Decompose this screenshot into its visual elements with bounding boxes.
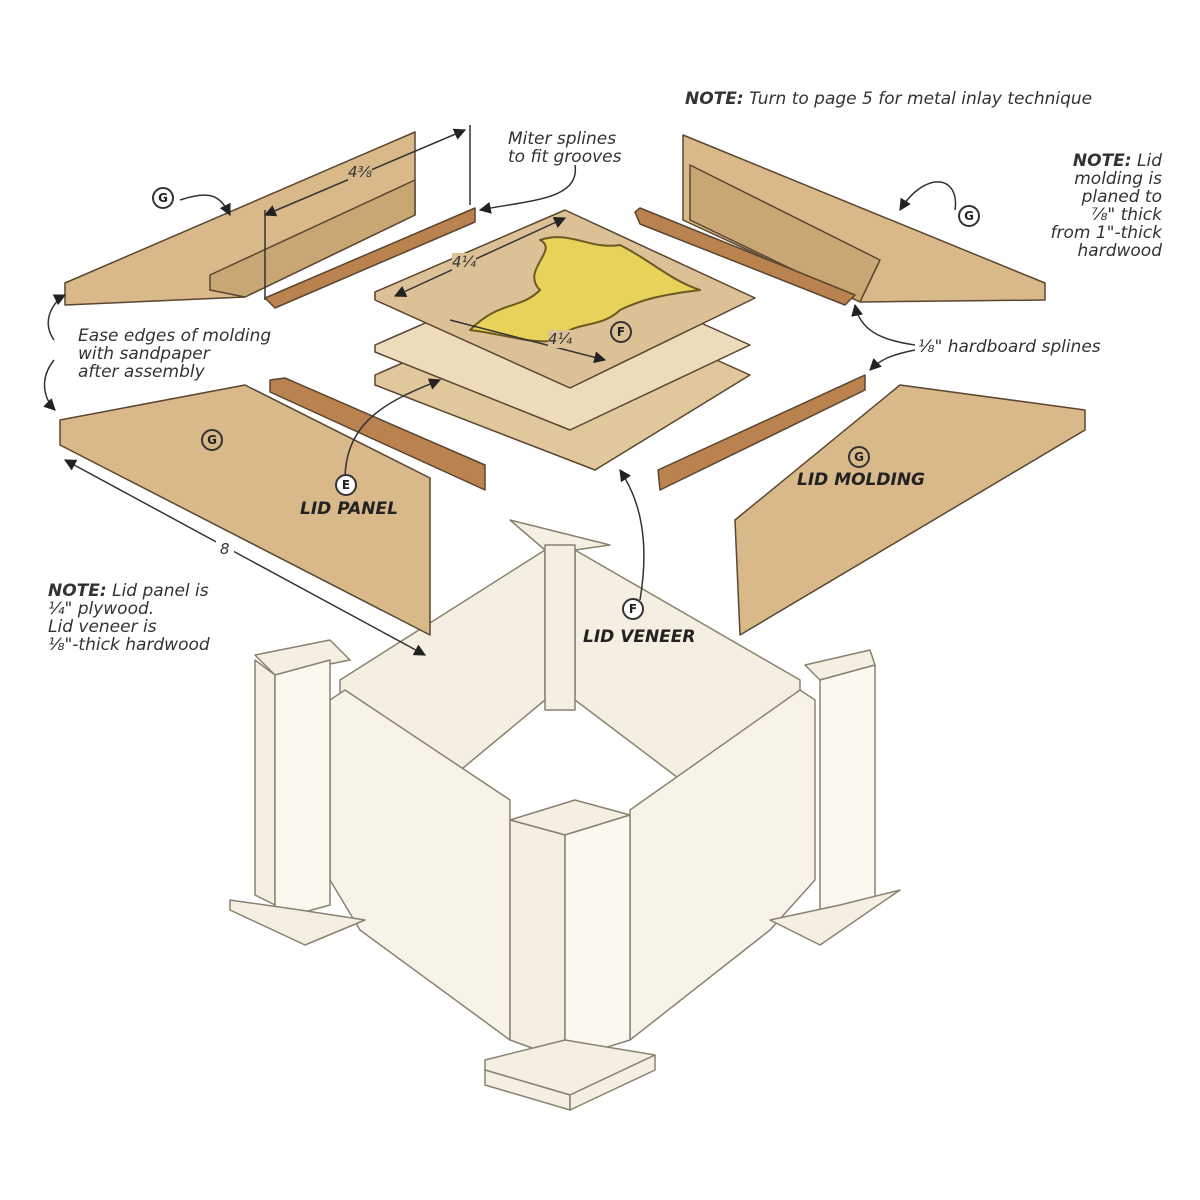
part-tag-f: F [622, 598, 644, 620]
label-lid-molding: LID MOLDING [797, 470, 926, 490]
part-tag-g: G [958, 205, 980, 227]
spline-bottom-left [269, 377, 486, 491]
dim-veneer-width: 4¼ [452, 253, 477, 271]
callout-ease-edges: Ease edges of molding with sandpaper aft… [78, 326, 272, 382]
dim-molding-width: 4⅜ [348, 163, 373, 181]
dim-molding-length: 8 [216, 540, 234, 558]
part-tag-g: G [201, 429, 223, 451]
note-inlay: NOTE: Turn to page 5 for metal inlay tec… [685, 89, 1093, 109]
box-base [229, 519, 901, 1111]
dim-veneer-depth: 4¼ [548, 330, 573, 348]
part-tag-f: F [610, 321, 632, 343]
spline-top-right [634, 207, 856, 306]
molding-bottom-right [734, 384, 1086, 636]
part-tag-g: G [848, 446, 870, 468]
part-tag-e: E [335, 474, 357, 496]
note-molding: NOTE: Lid molding is planed to ⅞" thick … [1050, 151, 1162, 261]
label-lid-panel: LID PANEL [300, 499, 398, 519]
note-panel: NOTE: Lid panel is ¼" plywood. Lid venee… [48, 581, 210, 655]
callout-hardboard-splines: ⅛" hardboard splines [918, 337, 1101, 357]
spline-bottom-right [657, 374, 866, 491]
part-tag-g: G [152, 187, 174, 209]
callout-miter-splines: Miter splines to fit grooves [508, 129, 622, 167]
label-lid-veneer: LID VENEER [583, 627, 696, 647]
